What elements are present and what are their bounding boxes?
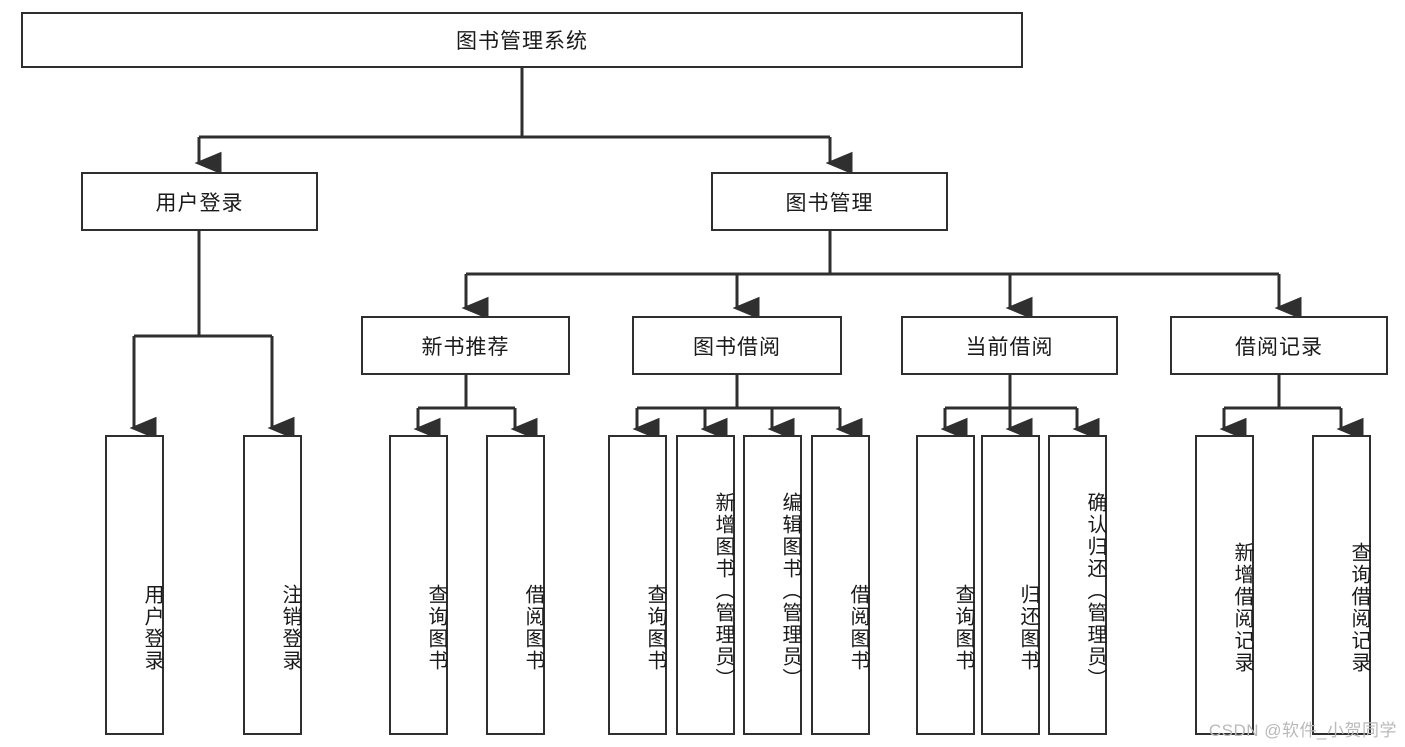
leaf-edit-book-admin[interactable]: 编辑图书（管理员） [743, 435, 802, 735]
leaf-user-login[interactable]: 用户登录 [105, 435, 164, 735]
node-borrowing-record[interactable]: 借阅记录 [1170, 316, 1388, 375]
node-new-book-recommendation[interactable]: 新书推荐 [361, 316, 570, 375]
leaf-return-book[interactable]: 归还图书 [981, 435, 1040, 735]
node-user-login[interactable]: 用户登录 [81, 172, 318, 231]
leaf-query-book-current[interactable]: 查询图书 [916, 435, 975, 735]
leaf-confirm-return-admin[interactable]: 确认归还（管理员） [1048, 435, 1107, 735]
leaf-query-borrow-record[interactable]: 查询借阅记录 [1312, 435, 1371, 735]
csdn-watermark: CSDN @软件_小贺同学 [1208, 721, 1397, 740]
leaf-add-book-admin[interactable]: 新增图书（管理员） [676, 435, 735, 735]
leaf-logout-login[interactable]: 注销登录 [243, 435, 302, 735]
node-book-management[interactable]: 图书管理 [711, 172, 948, 231]
leaf-query-book-borrow[interactable]: 查询图书 [608, 435, 667, 735]
node-book-borrowing[interactable]: 图书借阅 [632, 316, 842, 375]
leaf-query-book-new-rec[interactable]: 查询图书 [389, 435, 448, 735]
node-root-book-management-system[interactable]: 图书管理系统 [21, 12, 1023, 68]
leaf-add-borrow-record[interactable]: 新增借阅记录 [1195, 435, 1254, 735]
node-current-borrowing[interactable]: 当前借阅 [901, 316, 1118, 375]
leaf-borrow-book-borrow[interactable]: 借阅图书 [811, 435, 870, 735]
leaf-borrow-book-new-rec[interactable]: 借阅图书 [486, 435, 545, 735]
